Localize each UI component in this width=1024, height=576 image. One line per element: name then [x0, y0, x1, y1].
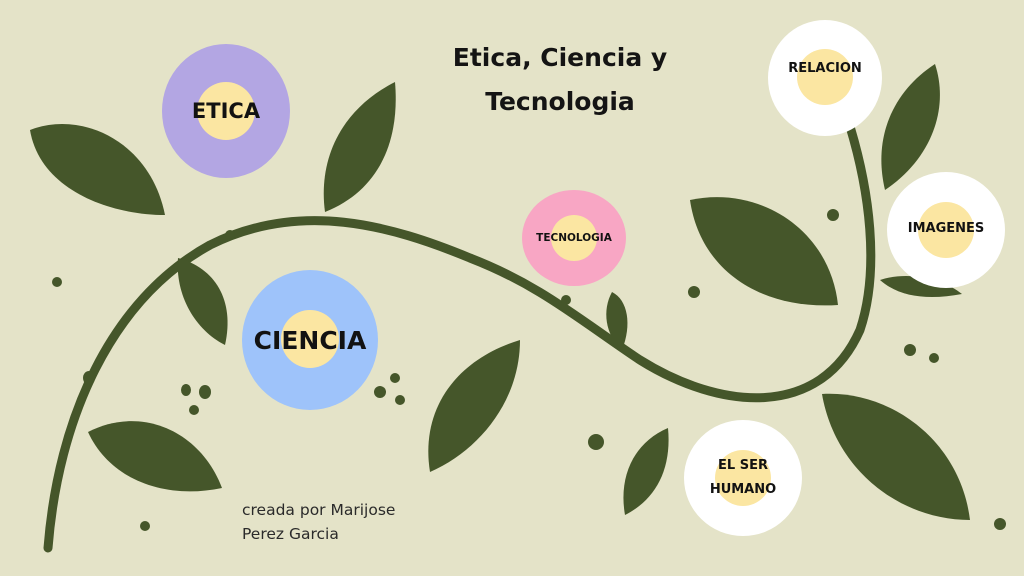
node-relacion-label: RELACION	[788, 60, 862, 76]
vine-stem	[43, 115, 876, 553]
leaf	[881, 64, 940, 190]
dot	[929, 353, 939, 363]
leaf	[88, 421, 222, 492]
leaf	[623, 428, 669, 515]
leaf	[606, 292, 628, 350]
leaf	[690, 197, 838, 306]
node-tecnologia[interactable]: TECNOLOGIA	[522, 190, 626, 286]
dot	[52, 277, 62, 287]
node-etica[interactable]: ETICA	[162, 44, 290, 178]
leaf	[323, 82, 396, 212]
node-imagenes-label: IMAGENES	[907, 220, 985, 236]
node-el-ser-humano[interactable]: EL SER HUMANO	[684, 420, 802, 536]
dot	[225, 230, 235, 240]
dot	[994, 518, 1006, 530]
dot	[904, 344, 916, 356]
dot	[588, 434, 604, 450]
dot	[140, 521, 150, 531]
leaf	[428, 340, 520, 472]
dot	[374, 386, 386, 398]
leaf	[30, 123, 165, 215]
node-ciencia-label: CIENCIA	[253, 325, 367, 355]
dot	[199, 385, 211, 399]
leaf	[822, 393, 970, 520]
node-ciencia[interactable]: CIENCIA	[242, 270, 378, 410]
author-credit: creada por Marijose Perez Garcia	[242, 501, 396, 543]
node-imagenes[interactable]: IMAGENES	[887, 172, 1005, 288]
dot	[189, 405, 199, 415]
presentation-title: Etica, Ciencia y Tecnologia	[452, 43, 668, 116]
dot	[561, 295, 571, 305]
leaf	[177, 258, 228, 345]
dot	[688, 286, 700, 298]
dot	[395, 395, 405, 405]
leaf	[880, 275, 962, 298]
node-etica-label: ETICA	[191, 99, 261, 123]
dot	[827, 209, 839, 221]
dot	[83, 371, 95, 385]
node-tecnologia-label: TECNOLOGIA	[536, 232, 612, 244]
dot	[390, 373, 400, 383]
node-el-ser-humano-label: EL SER HUMANO	[709, 458, 777, 497]
node-relacion[interactable]: RELACION	[768, 20, 882, 136]
dot	[181, 384, 191, 396]
